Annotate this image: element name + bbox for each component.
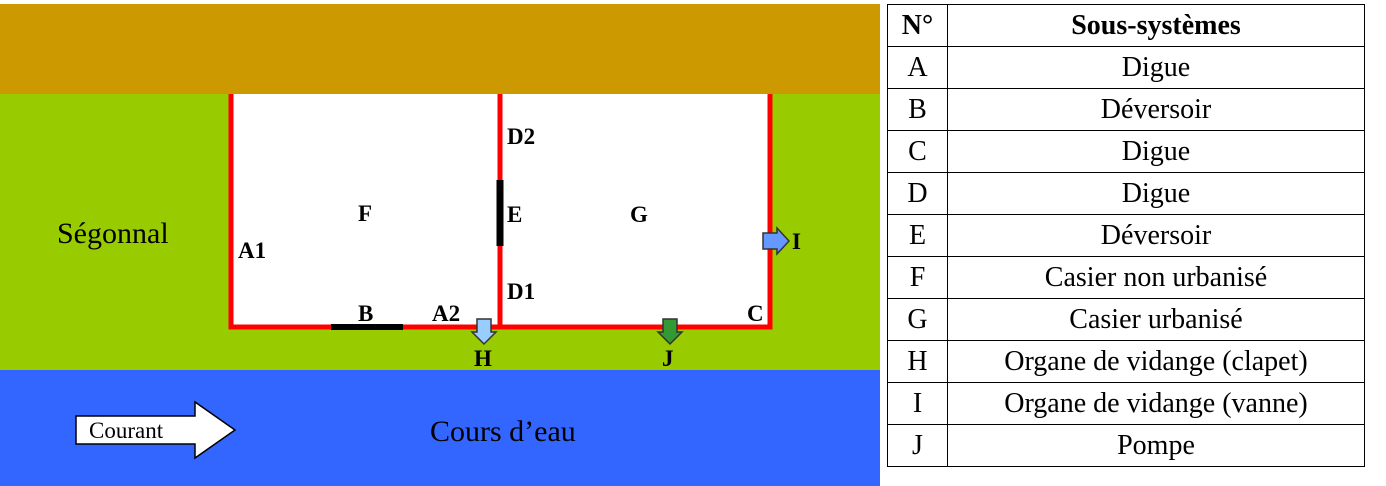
row-id: C xyxy=(887,130,948,173)
label-h: H xyxy=(474,346,492,371)
row-name: Digue xyxy=(947,46,1365,89)
label-d2: D2 xyxy=(507,124,535,149)
row-name: Organe de vidange (clapet) xyxy=(947,340,1365,383)
basin-f xyxy=(231,94,500,327)
system-diagram: Courant Ségonnal Cours d’eau A1 A2 B C D… xyxy=(0,4,880,486)
label-j: J xyxy=(662,346,674,371)
label-b: B xyxy=(358,301,373,326)
label-a1: A1 xyxy=(238,238,266,263)
row-name: Digue xyxy=(947,172,1365,215)
label-a2: A2 xyxy=(432,301,460,326)
current-arrow-icon xyxy=(75,400,237,460)
ground-zone xyxy=(0,4,880,94)
row-id: J xyxy=(887,424,948,467)
row-name: Pompe xyxy=(947,424,1365,467)
basin-g xyxy=(500,94,770,327)
label-f: F xyxy=(358,201,372,226)
label-d1: D1 xyxy=(507,279,535,304)
column-header-subsystem: Sous-systèmes xyxy=(947,4,1365,47)
label-c: C xyxy=(747,301,764,326)
row-id: E xyxy=(887,214,948,257)
row-id: B xyxy=(887,88,948,131)
row-name: Casier non urbanisé xyxy=(947,256,1365,299)
label-g: G xyxy=(630,202,648,227)
row-name: Casier urbanisé xyxy=(947,298,1365,341)
river-label: Cours d’eau xyxy=(430,415,576,448)
row-id: D xyxy=(887,172,948,215)
row-id: H xyxy=(887,340,948,383)
column-header-number: N° xyxy=(887,4,948,47)
row-id: G xyxy=(887,298,948,341)
segonnal-label: Ségonnal xyxy=(57,217,169,250)
gate-arrow-icon xyxy=(762,226,791,256)
row-name: Organe de vidange (vanne) xyxy=(947,382,1365,425)
pump-arrow-icon xyxy=(656,318,684,346)
row-name: Déversoir xyxy=(947,88,1365,131)
table-header-row: N° Sous-systèmes xyxy=(887,4,1365,47)
row-id: F xyxy=(887,256,948,299)
row-name: Déversoir xyxy=(947,214,1365,257)
row-id: A xyxy=(887,46,948,89)
row-name: Digue xyxy=(947,130,1365,173)
label-e: E xyxy=(507,202,522,227)
current-label: Courant xyxy=(89,418,164,443)
flap-gate-arrow-icon xyxy=(470,318,498,346)
row-id: I xyxy=(887,382,948,425)
label-i: I xyxy=(792,229,801,254)
